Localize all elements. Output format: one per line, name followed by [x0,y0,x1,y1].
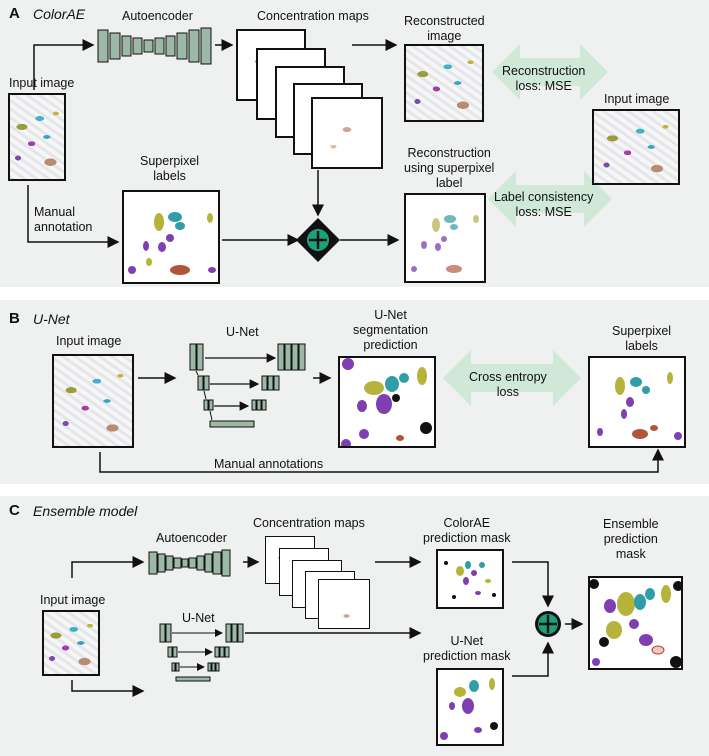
unet-mask-label: U-Net prediction mask [423,634,511,663]
arrow-input-to-autoencoder [33,39,95,90]
input-image-label-c: Input image [40,593,106,607]
arrow-unet-to-ensemble [512,641,554,677]
superpixel-labels-image-b [588,356,686,448]
arrow-input-to-autoencoder-c [71,556,145,578]
input-image [8,93,66,181]
arrow-input-to-unet-c [71,680,145,697]
panel-a: A ColorAE Input image Autoencoder Concen… [0,0,709,287]
autoencoder-icon [97,27,212,65]
ensemble-mask-image [588,576,683,670]
panel-c: C Ensemble model Input image Autoencoder… [0,496,709,756]
unet-prediction-label: U-Net segmentation prediction [353,308,429,352]
ensemble-mask-label: Ensemble prediction mask [603,517,659,561]
reconstruction-superpixel-image [404,193,486,283]
arrow-colorae-to-ensemble [512,561,554,608]
panel-a-title: ColorAE [33,6,86,22]
panel-a-letter: A [9,5,20,22]
colorae-mask-image [436,549,504,609]
unet-icon-c [159,623,244,682]
input-image-b [52,354,134,448]
autoencoder-icon-c [148,549,231,577]
reconstruction-superpixel-label: Reconstruction using superpixel label [404,146,495,190]
combine-node-c [535,611,561,637]
label-consistency-arrow [488,171,612,227]
colorae-mask-label: ColorAE prediction mask [423,516,511,545]
concentration-maps-label: Concentration maps [257,9,369,23]
reconstructed-image [404,44,484,122]
cross-entropy-loss-arrow [443,350,581,406]
manual-annotation-label: Manual annotation [34,205,93,234]
input-image-label: Input image [9,76,75,90]
input-image-c [42,610,100,676]
unet-label-c: U-Net [182,611,215,625]
combine-node [296,218,340,262]
reconstruction-loss-label: Reconstruction loss: MSE [502,64,586,93]
concentration-maps-label-c: Concentration maps [253,516,365,530]
panel-c-connectors [71,549,584,697]
panel-a-connectors [27,27,612,262]
cross-entropy-loss-label: Cross entropy loss [469,370,547,399]
unet-icon [189,343,306,428]
input-image-right [592,109,680,185]
input-image-right-label: Input image [604,92,670,106]
unet-label: U-Net [226,325,259,339]
label-consistency-loss-label: Label consistency loss: MSE [494,190,594,219]
arrow-manual-annotations [99,448,664,473]
autoencoder-label: Autoencoder [122,9,193,23]
panel-b: B U-Net Input image U-Net U-Net segmenta… [0,300,709,484]
superpixel-labels-image [122,190,220,284]
reconstructed-image-label: Reconstructed image [404,14,485,43]
manual-annotations-label: Manual annotations [214,457,324,471]
panel-c-title: Ensemble model [33,503,138,519]
autoencoder-label-c: Autoencoder [156,531,227,545]
panel-b-letter: B [9,310,20,327]
panel-c-letter: C [9,502,20,519]
superpixel-labels-label-b: Superpixel labels [612,324,672,353]
panel-b-connectors [99,343,664,473]
input-image-label-b: Input image [56,334,122,348]
unet-prediction-image [338,356,436,448]
unet-mask-image [436,668,504,746]
reconstruction-loss-arrow [492,44,608,100]
arrow-manual-annotation [27,185,120,248]
panel-b-title: U-Net [33,311,70,327]
superpixel-labels-label: Superpixel labels [140,154,200,183]
